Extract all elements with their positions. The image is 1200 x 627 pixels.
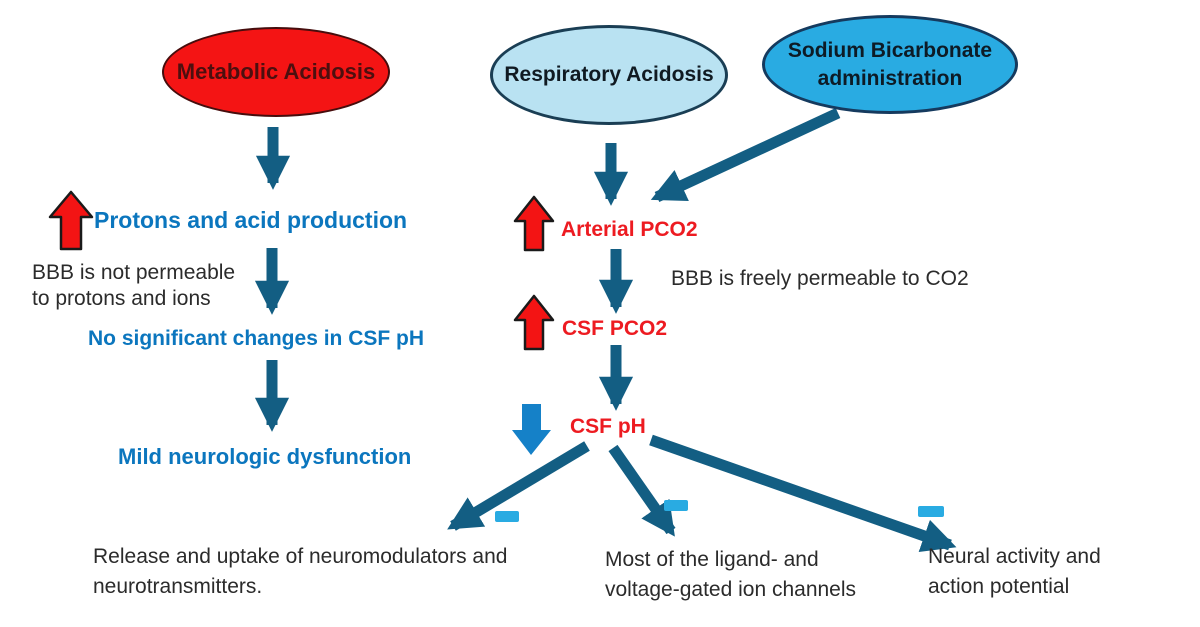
arrow-bicarbonate-diagonal-icon	[650, 108, 841, 202]
label-arterial-pco2: Arterial PCO2	[561, 218, 698, 241]
increase-arrow-csf-pco2-icon	[513, 294, 555, 351]
arrow-csfph-to-neuralactivity-icon	[649, 434, 957, 553]
minus-icon	[664, 500, 688, 511]
label-bbb-not-permeable: BBB is not permeable to protons and ions	[32, 261, 236, 311]
label-neural-activity: Neural activity and action potential	[928, 545, 1101, 598]
label-csf-pco2: CSF PCO2	[562, 317, 668, 340]
increase-arrow-protons-icon	[48, 190, 94, 251]
decrease-arrow-csf-ph-icon	[512, 404, 551, 455]
arrow-csfph-to-ionchannels-icon	[608, 444, 676, 537]
node-respiratory-acidosis: Respiratory Acidosis	[490, 25, 728, 125]
label-mild-neurologic-dysfunction: Mild neurologic dysfunction	[118, 444, 412, 469]
node-sodium-bicarbonate: Sodium Bicarbonate administration	[762, 15, 1018, 114]
minus-icon	[495, 511, 519, 522]
label-csf-ph: CSF pH	[570, 415, 646, 438]
arrow-csfph-to-neuromodulators-icon	[447, 441, 590, 531]
label-neuromodulators: Release and uptake of neuromodulators an…	[93, 545, 508, 598]
label-bbb-freely-permeable: BBB is freely permeable to CO2	[671, 267, 969, 290]
label-protons-acid-production: Protons and acid production	[94, 207, 408, 233]
increase-arrow-arterial-pco2-icon	[513, 195, 555, 252]
label-ion-channels: Most of the ligand- and voltage-gated io…	[605, 548, 857, 601]
node-metabolic-acidosis: Metabolic Acidosis	[162, 27, 390, 117]
label-no-significant-changes: No significant changes in CSF pH	[88, 327, 425, 350]
minus-icon	[918, 506, 944, 517]
